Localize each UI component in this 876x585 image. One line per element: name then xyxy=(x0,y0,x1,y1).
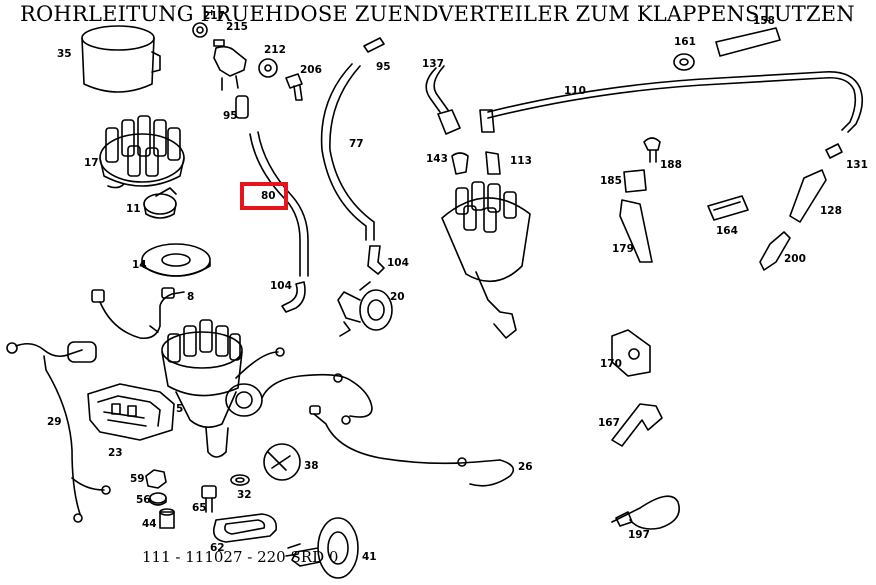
part-17-drawing xyxy=(99,115,185,189)
part-label-26[interactable]: 26 xyxy=(518,461,533,473)
part-label-38[interactable]: 38 xyxy=(304,460,319,472)
part-label-77[interactable]: 77 xyxy=(349,138,364,150)
part-5-distributor xyxy=(161,319,285,458)
part-label-56[interactable]: 56 xyxy=(136,494,151,506)
part-62-gasket xyxy=(212,513,278,543)
part-label-8[interactable]: 8 xyxy=(187,291,195,303)
part-label-161[interactable]: 161 xyxy=(674,36,696,48)
parts-188-185-179 xyxy=(619,137,661,263)
part-104-elbow-right xyxy=(367,245,385,275)
distributor-right xyxy=(441,181,531,339)
part-label-137[interactable]: 137 xyxy=(422,58,444,70)
part-label-14[interactable]: 14 xyxy=(132,259,147,271)
part-label-170[interactable]: 170 xyxy=(600,358,622,370)
part-label-110[interactable]: 110 xyxy=(564,85,586,97)
part-label-158[interactable]: 158 xyxy=(753,15,775,27)
part-label-188[interactable]: 188 xyxy=(660,159,682,171)
part-35-drawing xyxy=(81,25,161,93)
part-label-200[interactable]: 200 xyxy=(784,253,806,265)
part-label-185[interactable]: 185 xyxy=(600,175,622,187)
part-label-29[interactable]: 29 xyxy=(47,416,62,428)
part-label-104[interactable]: 104 xyxy=(387,257,409,269)
parts-131-128-200 xyxy=(759,143,843,271)
part-167-clip xyxy=(611,403,663,447)
part-label-44[interactable]: 44 xyxy=(142,518,157,530)
part-38-wrench xyxy=(263,443,301,481)
part-label-11[interactable]: 11 xyxy=(126,203,141,215)
part-20-vacuum-unit xyxy=(337,281,393,337)
part-label-20[interactable]: 20 xyxy=(390,291,405,303)
part-197-cable-tie xyxy=(611,495,680,530)
part-26-wire xyxy=(261,373,515,487)
small-parts-top xyxy=(192,22,303,119)
part-label-95[interactable]: 95 xyxy=(376,61,391,73)
part-label-104[interactable]: 104 xyxy=(270,280,292,292)
part-8-drawing xyxy=(91,287,185,340)
connectors-143-113 xyxy=(437,109,501,175)
part-label-128[interactable]: 128 xyxy=(820,205,842,217)
part-95-hose-top xyxy=(363,37,385,53)
part-label-62[interactable]: 62 xyxy=(210,542,225,554)
part-110-pipe xyxy=(425,65,864,133)
part-11-drawing xyxy=(143,187,177,219)
part-23-drawing xyxy=(87,383,175,441)
part-41-drive xyxy=(285,517,359,579)
part-label-212[interactable]: 212 xyxy=(264,44,286,56)
part-label-197[interactable]: 197 xyxy=(628,529,650,541)
part-164-connector xyxy=(707,195,749,221)
part-label-179[interactable]: 179 xyxy=(612,243,634,255)
part-label-17[interactable]: 17 xyxy=(84,157,99,169)
small-fasteners xyxy=(145,469,250,529)
part-label-65[interactable]: 65 xyxy=(192,502,207,514)
part-label-35[interactable]: 35 xyxy=(57,48,72,60)
part-label-206[interactable]: 206 xyxy=(300,64,322,76)
page-title: ROHRLEITUNG FRUEHDOSE ZUENDVERTEILER ZUM… xyxy=(20,2,855,26)
part-label-32[interactable]: 32 xyxy=(237,489,252,501)
diagram-footer-code: 111 - 111027 - 220 SRD 0 xyxy=(142,548,339,566)
part-label-41[interactable]: 41 xyxy=(362,551,377,563)
part-label-217[interactable]: 217 xyxy=(203,10,225,22)
part-104-elbow-left xyxy=(281,281,306,313)
part-label-215[interactable]: 215 xyxy=(226,21,248,33)
part-label-143[interactable]: 143 xyxy=(426,153,448,165)
part-label-164[interactable]: 164 xyxy=(716,225,738,237)
part-label-80[interactable]: 80 xyxy=(261,190,276,202)
part-label-95[interactable]: 95 xyxy=(223,110,238,122)
highlight-box xyxy=(240,182,288,210)
part-label-59[interactable]: 59 xyxy=(130,473,145,485)
part-label-131[interactable]: 131 xyxy=(846,159,868,171)
part-77-hose xyxy=(320,63,375,241)
part-label-5[interactable]: 5 xyxy=(176,403,184,415)
part-170-bracket xyxy=(611,329,651,377)
part-label-167[interactable]: 167 xyxy=(598,417,620,429)
part-label-113[interactable]: 113 xyxy=(510,155,532,167)
part-label-23[interactable]: 23 xyxy=(108,447,123,459)
parts-161-158 xyxy=(673,27,781,71)
part-29-drawing xyxy=(6,341,111,523)
part-14-drawing xyxy=(141,243,211,277)
